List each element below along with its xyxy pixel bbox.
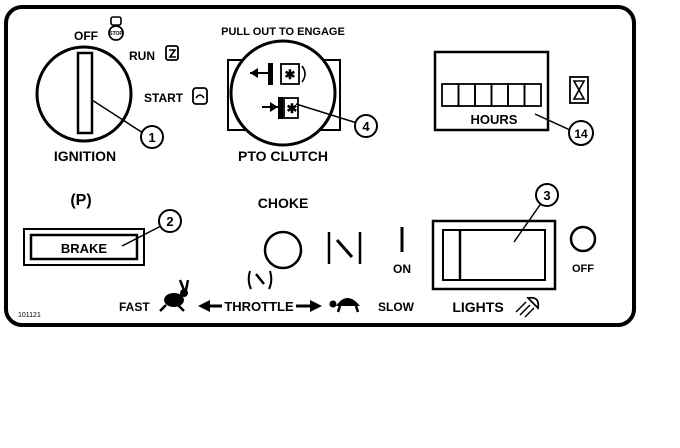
lights-off-indicator — [569, 225, 597, 253]
choke-knob[interactable] — [263, 230, 303, 270]
brake-lever[interactable] — [23, 228, 145, 266]
brake-label: BRAKE — [61, 241, 108, 256]
ignition-label: IGNITION — [54, 148, 116, 164]
choke-valve-icon — [327, 232, 362, 264]
callout-1: 1 — [140, 125, 164, 149]
hours-label: HOURS — [471, 112, 518, 127]
headlight-icon — [515, 296, 540, 318]
choke-on-label: ON — [393, 262, 411, 276]
rabbit-icon — [159, 279, 190, 312]
pto-heading: PULL OUT TO ENGAGE — [221, 26, 345, 38]
svg-text:✱: ✱ — [285, 67, 296, 82]
callout-2-leader — [121, 225, 162, 247]
callout-3: 3 — [535, 183, 559, 207]
figure-code: 101121 — [18, 312, 41, 319]
lights-switch[interactable] — [431, 219, 557, 291]
svg-text:14: 14 — [574, 127, 588, 141]
ignition-run-label: RUN — [129, 49, 155, 63]
throttle-right-arrow — [310, 300, 322, 312]
svg-text:1: 1 — [148, 130, 155, 145]
callout-2: 2 — [158, 209, 182, 233]
parking-brake-symbol: (P) — [70, 192, 91, 209]
svg-text:4: 4 — [362, 119, 370, 134]
engine-run-icon — [165, 45, 179, 61]
throttle-lever-icon — [247, 270, 273, 290]
pto-engage-icon: ✱ — [250, 63, 306, 85]
callout-4: 4 — [354, 114, 378, 138]
throttle-slow-label: SLOW — [378, 300, 415, 314]
choke-label: CHOKE — [258, 195, 309, 211]
callout-4-leader — [295, 103, 358, 124]
lights-label: LIGHTS — [452, 299, 503, 315]
ignition-switch[interactable] — [35, 45, 144, 143]
hour-digit-cells — [441, 83, 542, 107]
ignition-off-label: OFF — [74, 29, 98, 43]
hour-digit-cell — [523, 83, 542, 107]
svg-text:2: 2 — [166, 214, 173, 229]
svg-text:STOP: STOP — [109, 31, 123, 37]
pto-label: PTO CLUTCH — [238, 148, 328, 164]
ignition-start-label: START — [144, 91, 184, 105]
throttle-fast-label: FAST — [119, 300, 150, 314]
svg-text:✱: ✱ — [287, 101, 298, 116]
pto-knob[interactable] — [227, 39, 341, 147]
stop-sign-icon: STOP — [108, 16, 124, 41]
svg-text:3: 3 — [543, 188, 550, 203]
panel-border — [4, 5, 636, 327]
engine-start-icon — [192, 87, 208, 105]
hour-meter — [433, 50, 550, 132]
callout-14: 14 — [568, 120, 594, 146]
callout-14-leader — [534, 113, 571, 131]
pto-disengage-icon: ✱ — [262, 97, 299, 119]
throttle-label: THROTTLE — [224, 299, 294, 314]
lights-off-label: OFF — [572, 263, 594, 275]
throttle-left-arrow — [198, 300, 210, 312]
hourglass-icon — [569, 76, 589, 104]
callout-3-leader — [513, 201, 543, 243]
turtle-icon — [329, 298, 360, 313]
